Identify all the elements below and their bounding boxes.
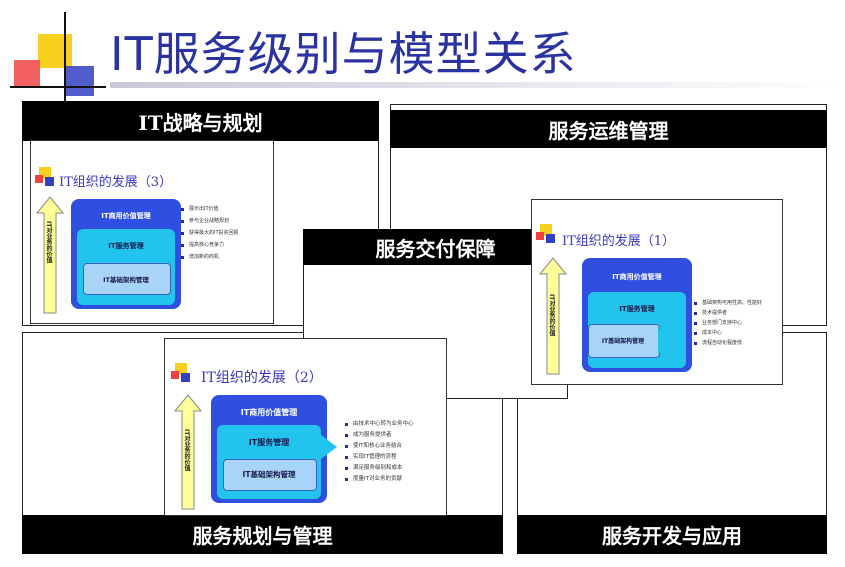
bullet-item: 提高核心竞争力 [181,239,239,251]
bullet-item: 基础架构可用性高、性能好 [694,298,762,308]
bullet-item: 成本中心 [694,328,762,338]
bullet-list: 由技术中心转为业务中心 成为服务提供者 使IT和核心业务结合 实现IT管理的流程… [345,419,414,485]
bullet-list: 基础架构可用性高、性能好 技术提供者 业务部门支持中心 成本中心 流程自动化程度… [694,298,762,348]
layer-label-service: IT服务管理 [619,305,655,313]
pointer-icon [658,328,674,354]
title-underline [110,82,845,88]
layer-label-infrastructure: IT基础架构管理 [103,276,149,284]
panel-delivery-title: 服务交付保障 [303,229,568,265]
slide-title: IT组织的发展（1） [562,234,676,249]
layer-label-infrastructure: IT基础架构管理 [601,338,645,345]
layer-label-infrastructure: IT基础架构管理 [242,470,296,479]
slide-org-development-2: IT组织的发展（2） IT对业务的价值 IT商用价值管理 IT服务管理 IT基础… [164,338,447,516]
layer-label-business-value: IT商用价值管理 [101,212,151,220]
layer-label-service: IT服务管理 [248,438,290,447]
layer-inner [223,459,317,491]
pointer-icon [321,435,337,459]
bullet-item: 增加新的商机 [181,251,239,263]
bullet-item: 使IT和核心业务结合 [345,441,414,452]
panel-operations-title: 服务运维管理 [390,110,827,148]
slide-org-development-1: IT组织的发展（1） IT对业务的价值 IT商用价值管理 IT服务管理 IT基础… [531,199,783,385]
bullet-list: 展示出IT价值 参与企业战略规划 获得最大的IT投资回报 提高核心竞争力 增加新… [181,203,239,263]
slide-title: IT组织的发展（2） [201,370,323,386]
bullet-item: 成为服务提供者 [345,430,414,441]
arrow-label: IT对业务的价值 [548,294,555,337]
slide-title: IT组织的发展（3） [59,175,173,190]
layer-label-business-value: IT商用价值管理 [612,273,662,281]
arrow-up-icon [35,196,65,314]
bullet-item: 技术提供者 [694,308,762,318]
arrow-up-icon [173,394,203,510]
logo-decoration [0,0,110,110]
bullet-item: 获得最大的IT投资回报 [181,227,239,239]
bullet-item: 参与企业战略规划 [181,215,239,227]
bullet-item: 满足服务级别和成本 [345,463,414,474]
bullet-item: 度量IT对业务的贡献 [345,474,414,485]
bullet-item: 业务部门支持中心 [694,318,762,328]
panel-development-title: 服务开发与应用 [517,515,827,554]
bullet-item: 实现IT管理的流程 [345,452,414,463]
layer-label-service: IT服务管理 [108,242,144,250]
layer-inner [588,324,660,358]
bullet-item: 流程自动化程度低 [694,338,762,348]
panel-strategy-title: IT战略与规划 [22,101,379,141]
arrow-up-icon [538,257,568,375]
bullet-item: 展示出IT价值 [181,203,239,215]
layer-inner [83,263,171,295]
layer-label-business-value: IT商用价值管理 [240,408,298,417]
panel-planning-title: 服务规划与管理 [22,515,503,554]
slide-org-development-3: IT组织的发展（3） IT对业务的价值 IT商用价值管理 IT服务管理 IT基础… [30,140,274,324]
arrow-label: IT对业务的价值 [45,221,52,264]
page-title: IT服务级别与模型关系 [110,27,577,81]
bullet-item: 由技术中心转为业务中心 [345,419,414,430]
arrow-label: IT对业务的价值 [183,429,190,472]
